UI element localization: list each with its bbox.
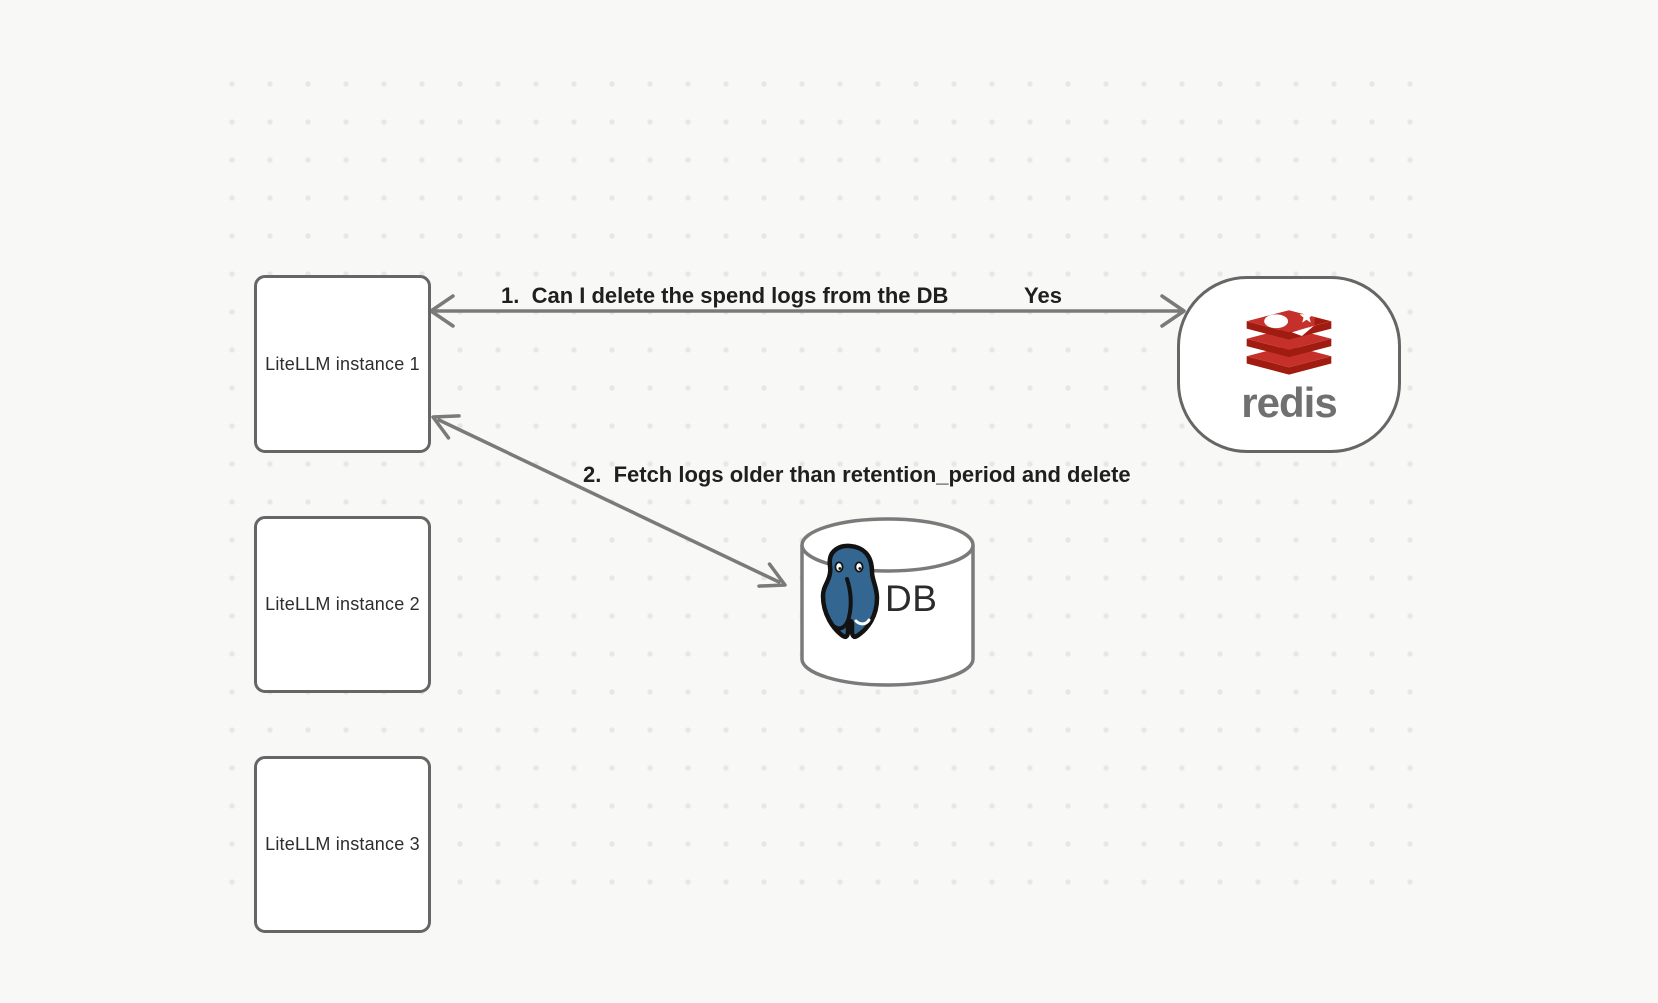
arrowhead-left-icon: [429, 294, 455, 328]
db-label: DB: [885, 578, 938, 619]
litellm-instance-1-label: LiteLLM instance 1: [265, 353, 420, 374]
redis-node[interactable]: redis: [1177, 276, 1401, 453]
arrow-1-label[interactable]: 1. Can I delete the spend logs from the …: [501, 283, 949, 308]
redis-star-icon: [1299, 309, 1314, 323]
litellm-instance-3-label: LiteLLM instance 3: [265, 834, 420, 854]
db-cylinder-node[interactable]: DB: [800, 517, 975, 687]
arrow-1-response-label[interactable]: Yes: [1024, 283, 1062, 308]
arrow-2[interactable]: [431, 414, 787, 588]
litellm-instance-3-node[interactable]: LiteLLM instance 3: [254, 756, 431, 933]
litellm-instance-2-node[interactable]: LiteLLM instance 2: [254, 516, 431, 693]
arrow-2-label[interactable]: 2. Fetch logs older than retention_perio…: [583, 462, 1131, 487]
arrowhead-upleft-icon: [431, 414, 461, 440]
redis-logo-icon: [1246, 309, 1332, 375]
litellm-instance-2-label: LiteLLM instance 2: [265, 594, 420, 614]
litellm-instance-1-node[interactable]: LiteLLM instance 1: [254, 275, 431, 453]
redis-wordmark: redis: [1241, 378, 1337, 426]
arrowhead-downright-icon: [757, 562, 787, 588]
postgresql-icon: [820, 543, 880, 639]
